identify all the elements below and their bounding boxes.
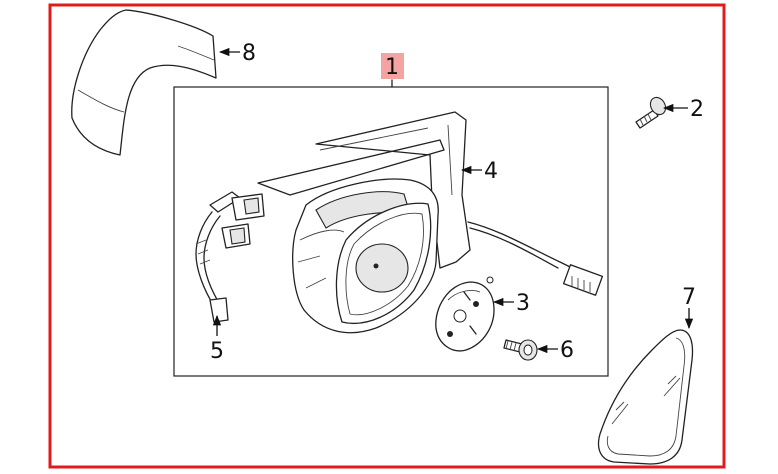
callout-8-label: 8 bbox=[242, 41, 256, 66]
callout-5-label: 5 bbox=[210, 339, 224, 364]
callout-2-label: 2 bbox=[690, 97, 704, 122]
bolt-part bbox=[503, 339, 538, 361]
callout-4-label: 4 bbox=[484, 159, 498, 184]
callout-7-label: 7 bbox=[682, 285, 696, 310]
callout-6-label: 6 bbox=[560, 338, 574, 363]
mirror-glass-part bbox=[597, 329, 694, 465]
screw-part bbox=[635, 96, 667, 129]
callout-3-label: 3 bbox=[516, 291, 530, 316]
harness-clip-part bbox=[195, 191, 265, 323]
callout-1-highlight bbox=[381, 53, 404, 79]
callout-1-label: 1 bbox=[385, 55, 399, 80]
mirror-housing-part bbox=[257, 111, 604, 334]
assembly-box bbox=[173, 86, 609, 377]
actuator-window bbox=[355, 243, 409, 293]
outer-frame bbox=[48, 3, 726, 469]
mirror-cover-part bbox=[71, 9, 217, 156]
actuator-plate-part bbox=[435, 276, 495, 352]
